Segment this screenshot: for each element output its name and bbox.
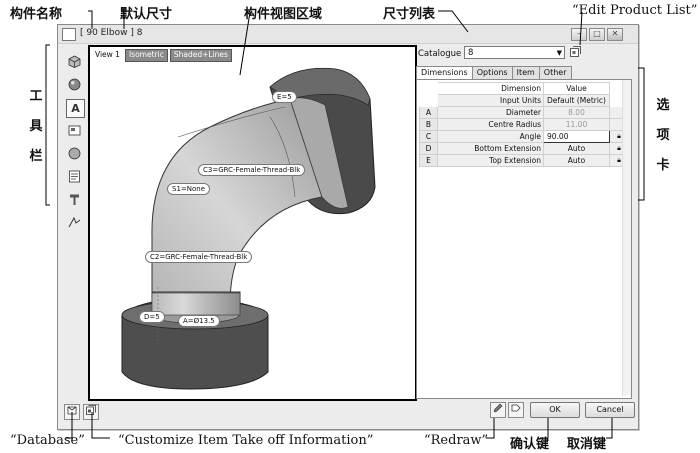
header-value: Value [543,82,610,95]
row-id: A [419,106,438,119]
dimension-value[interactable]: 8.00 [543,106,610,119]
label-connector-c3: C3=GRC-Female-Thread-Blk [198,164,306,176]
tab-other[interactable]: Other [538,66,572,79]
brush-icon[interactable] [490,402,506,418]
render-sphere-icon[interactable] [66,145,83,162]
tab-isometric[interactable]: Isometric [124,49,168,62]
tab-shaded-lines[interactable]: Shaded+Lines [169,49,232,62]
callout-tabs-char-3: 卡 [656,158,670,173]
table-row: Input Units Default (Metric) [419,94,629,107]
input-units-value[interactable]: Default (Metric) [543,94,610,107]
label-seam-s1: S1=None [167,183,211,195]
callout-toolbar-char-2: 具 [29,119,43,134]
callout-size-list: 尺寸列表 [383,7,436,22]
properties-tabs: Dimensions Options Item Other [416,66,572,80]
dimensions-tab-content: Dimension Value Input Units Default (Met… [416,79,632,399]
table-row: C Angle 90.00 🔒︎ [419,130,629,143]
angle-input[interactable]: 90.00 [543,130,610,143]
title-bar[interactable]: [ 90 Elbow ] 8 – □ ✕ [58,25,638,44]
row-id: D [419,142,438,155]
callout-confirm-key: 确认键 [510,437,550,452]
callout-redraw: “Redraw” [424,433,489,448]
header-dimension: Dimension [437,82,544,95]
component-viewport[interactable]: View 1 Isometric Shaded+Lines [88,45,417,401]
callout-tabs-char-1: 选 [656,98,670,113]
vertical-scrollbar[interactable] [622,80,631,396]
draw-style-icon[interactable] [66,214,83,231]
table-row: A Diameter 8.00 [419,106,629,119]
dimension-name: Top Extension [437,154,544,167]
row-header-blank [419,82,438,95]
database-icon[interactable] [64,404,80,420]
table-row: E Top Extension Auto 🔒︎ [419,154,629,167]
callout-database: “Database” [10,433,85,448]
callout-cancel-key: 取消键 [567,437,607,452]
default-size-text: 8 [136,28,143,38]
dimension-name: Angle [437,130,544,143]
properties-panel: Catalogue 8 ▼ Dimensions Options Item Ot… [416,45,632,399]
component-name-text: [ 90 Elbow ] [80,28,134,38]
maximize-button[interactable]: □ [589,28,605,41]
dimension-name: Diameter [437,106,544,119]
input-units-label: Input Units [437,94,544,107]
dimension-value[interactable]: Auto [543,142,610,155]
window-title: [ 90 Elbow ] 8 [80,28,142,38]
callout-edit-product-list: “Edit Product List” [572,3,698,18]
customize-takeoff-icon[interactable] [83,404,99,420]
dimension-name: Centre Radius [437,118,544,131]
redraw-icon[interactable] [508,402,524,418]
callout-tabs-char-2: 项 [656,128,670,143]
row-id: C [419,130,438,143]
row-id: E [419,154,438,167]
row-header-blank [419,94,438,107]
catalogue-label: Catalogue [418,49,462,59]
dimension-value[interactable]: Auto [543,154,610,167]
callout-component-name: 构件名称 [10,7,63,22]
text-label-icon[interactable]: A [66,99,85,118]
callout-toolbar-char-1: 工 [29,89,43,104]
callout-toolbar-char-3: 栏 [29,149,43,164]
properties-icon[interactable] [66,122,83,139]
tab-options[interactable]: Options [471,66,513,79]
catalogue-value: 8 [468,48,474,58]
window-app-icon [62,28,76,41]
tab-view-1[interactable]: View 1 [95,50,120,59]
item-dialog-window: [ 90 Elbow ] 8 – □ ✕ A [57,24,639,430]
table-row: D Bottom Extension Auto 🔒︎ [419,142,629,155]
view-tabs: View 1 Isometric Shaded+Lines [92,49,232,62]
elbow-model-render [121,67,376,390]
shading-sphere-icon[interactable] [66,76,83,93]
dimension-name: Bottom Extension [437,142,544,155]
view-toolbar: A [63,51,85,401]
close-button[interactable]: ✕ [607,28,623,41]
cancel-button[interactable]: Cancel [585,402,635,418]
edit-product-list-icon[interactable] [569,46,582,59]
ok-button[interactable]: OK [530,402,580,418]
callout-default-size: 默认尺寸 [120,7,173,22]
dimensions-table: Dimension Value Input Units Default (Met… [419,82,629,167]
table-row: B Centre Radius 11.00 [419,118,629,131]
callout-view-area: 构件视图区域 [244,7,323,22]
tab-dimensions[interactable]: Dimensions [416,66,473,80]
row-id: B [419,118,438,131]
catalogue-select[interactable]: 8 ▼ [464,46,565,59]
label-connector-c2: C2=GRC-Female-Thread-Blk [145,251,253,263]
label-diameter: A=Ø13.5 [178,315,220,327]
dimension-value[interactable]: 11.00 [543,118,610,131]
tab-item[interactable]: Item [511,66,540,79]
table-header-row: Dimension Value [419,82,629,95]
tools-hammer-icon[interactable] [66,191,83,208]
report-icon[interactable] [66,168,83,185]
label-bottom-extension: D=5 [139,311,165,323]
chevron-down-icon[interactable]: ▼ [556,49,562,57]
label-top-extension: E=5 [272,91,297,103]
minimize-button[interactable]: – [571,28,587,41]
view-cube-icon[interactable] [66,53,83,70]
callout-customize-takeoff: “Customize Item Take off Information” [118,433,374,448]
